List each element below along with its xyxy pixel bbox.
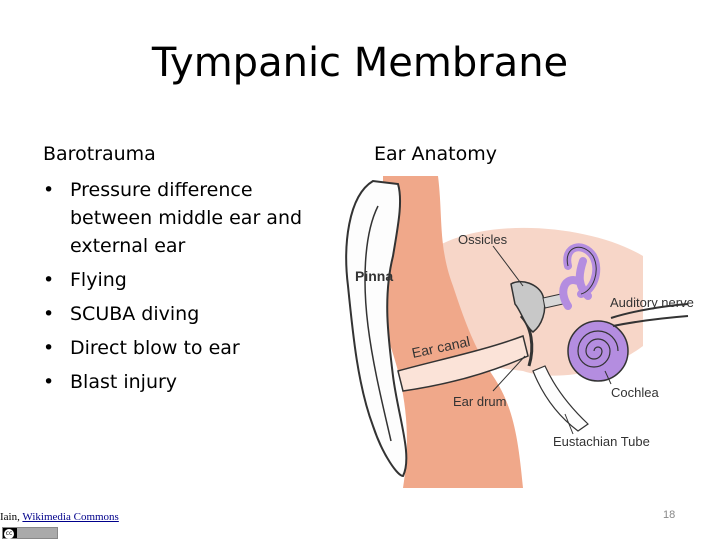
bullet-item: Pressure difference between middle ear a… [43,176,333,260]
bullet-item: SCUBA diving [43,300,333,328]
pinna-label: Pinna [355,268,393,284]
attribution-author: Iain, [0,511,20,523]
eustachian-tube-shape [532,365,589,432]
pinna-inner-fold [364,205,392,442]
bullet-item: Blast injury [43,368,333,396]
right-heading: Ear Anatomy [374,143,498,165]
auditory-nerve-shape [610,303,689,327]
eustachian-tube-label: Eustachian Tube [553,434,650,449]
slide-number: 18 [663,509,676,521]
bullet-item: Flying [43,266,333,294]
wikimedia-commons-link[interactable]: Wikimedia Commons [22,511,119,523]
cochlea-outer [567,320,629,382]
ear-anatomy-diagram: Pinna Ossicles Auditory nerve Ear canal … [345,176,694,488]
image-attribution: Iain, Wikimedia Commons [0,511,119,523]
left-heading: Barotrauma [43,143,156,165]
eustachian-leader [564,413,574,435]
cochlea-label: Cochlea [611,385,659,400]
eardrum-leader [492,355,526,392]
slide-title: Tympanic Membrane [151,40,569,86]
bullet-list: Pressure difference between middle ear a… [43,176,333,402]
ossicles-shape [510,280,546,333]
head-skin [383,176,523,488]
ossicles-leader [492,245,524,287]
license-badge-text-bar [17,528,57,538]
cochlea-spiral [577,330,619,368]
ear-canal-shape [397,335,529,392]
cochlea-leader [604,370,612,385]
semicircular-canals-outline [566,246,597,295]
cc-license-badge[interactable]: cc [2,527,58,539]
bullet-item: Direct blow to ear [43,334,333,362]
auditory-nerve-label: Auditory nerve [610,295,694,310]
ossicles-label: Ossicles [458,232,508,247]
pinna-shape [345,179,408,478]
eardrum-label: Ear drum [453,394,506,409]
cc-icon: cc [4,529,14,539]
